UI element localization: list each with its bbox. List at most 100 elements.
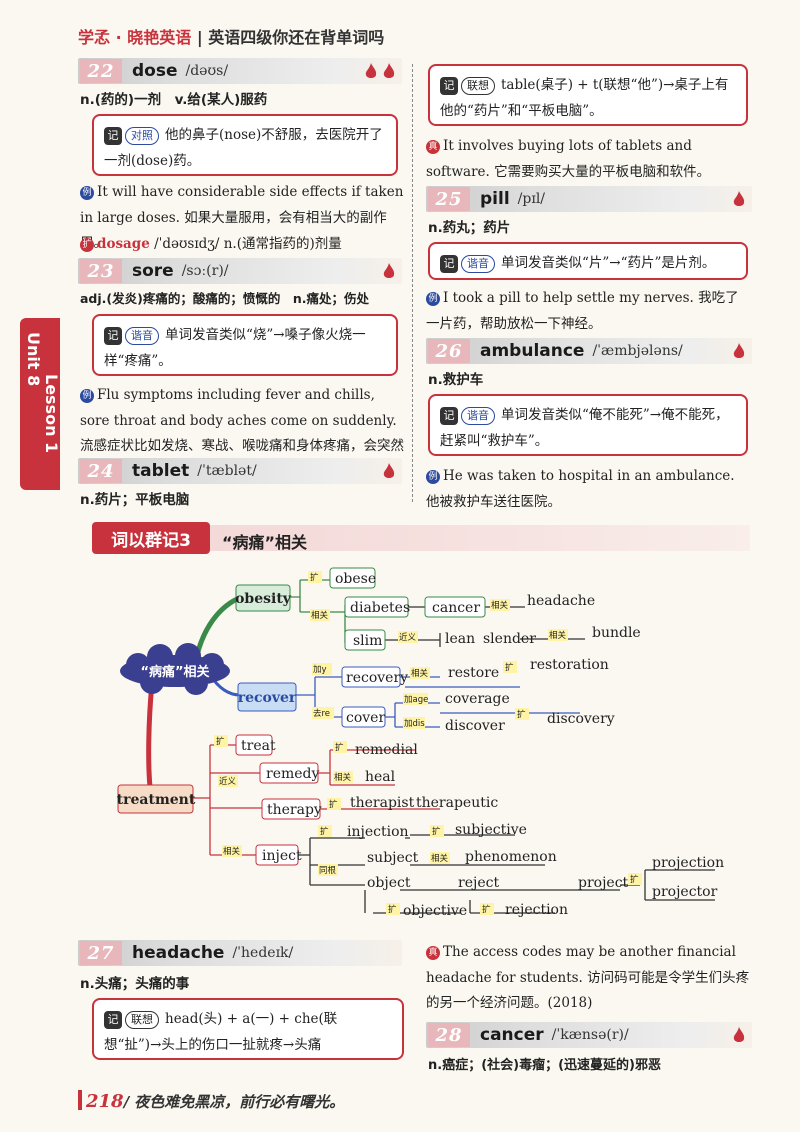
branch-treatment[interactable]: treatment [117, 792, 196, 808]
word-number: 22 [80, 59, 122, 83]
rel-related: 相关 [223, 846, 241, 857]
page-footer: 218/ 夜色难免黑凉，前行必有曙光。 [78, 1090, 344, 1112]
word-slender[interactable]: slender [483, 631, 536, 647]
word-restore[interactable]: restore [448, 665, 499, 681]
word-number: 26 [428, 339, 470, 363]
branch-recover[interactable]: recover [238, 690, 297, 706]
word-cancer[interactable]: cancer [432, 600, 480, 616]
word-remedy[interactable]: remedy [266, 766, 320, 782]
word-diabetes[interactable]: diabetes [350, 600, 410, 616]
word-headache[interactable]: headache [527, 593, 595, 609]
footer-motto: 夜色难免黑凉，前行必有曙光。 [134, 1093, 345, 1111]
word-cover[interactable]: cover [346, 710, 385, 726]
flame-icon [383, 63, 395, 78]
tip-text: 他的鼻子(nose)不舒服，去医院开了一剂(dose)药。 [104, 127, 383, 169]
rel-y: 加y [313, 664, 327, 675]
page-number: 218 [86, 1091, 124, 1112]
word-heading-sore: 23 sore /sɔː(r)/ [78, 258, 402, 284]
word-bundle[interactable]: bundle [592, 625, 641, 641]
word-therapeutic[interactable]: therapeutic [416, 795, 498, 811]
extension-text: /ˈdəʊsɪdʒ/ n.(通常指药的)剂量 [154, 236, 342, 252]
word-ipa: /sɔː(r)/ [181, 263, 229, 279]
flame-icon [733, 1027, 745, 1042]
rel-ext: 扩 [320, 826, 329, 837]
word-rejection[interactable]: rejection [505, 902, 568, 918]
example-icon: 例 [426, 291, 440, 306]
word-objective[interactable]: objective [403, 903, 467, 919]
word-number: 23 [80, 259, 122, 283]
word-ipa: /ˈæmbjələns/ [592, 343, 683, 359]
branch-treatment-box [117, 784, 194, 814]
lesson-label: Lesson 1 [42, 374, 61, 454]
tip-icon: 记 [440, 406, 458, 425]
word-obese[interactable]: obese [335, 571, 376, 587]
flame-icon [383, 463, 395, 478]
rel-ext: 扩 [517, 709, 526, 720]
word-projector[interactable]: projector [652, 884, 718, 900]
word-therapist[interactable]: therapist [350, 795, 415, 811]
word-title: cancer [480, 1025, 544, 1045]
word-treat[interactable]: treat [241, 738, 276, 754]
memory-tip-box: 记谐音单词发音类似“俺不能死”→俺不能死，赶紧叫“救护车”。 [428, 394, 748, 456]
word-discovery[interactable]: discovery [547, 711, 615, 727]
word-ipa: /dəʊs/ [185, 63, 229, 79]
tip-icon: 记 [440, 254, 458, 273]
rel-related: 相关 [491, 600, 509, 611]
footer-slash: / [123, 1093, 135, 1111]
word-projection[interactable]: projection [652, 855, 724, 871]
tip-tag: 谐音 [461, 406, 495, 425]
word-remedial[interactable]: remedial [355, 742, 418, 758]
rel-related: 相关 [431, 853, 449, 864]
column-divider [412, 64, 413, 502]
unit-side-tab[interactable]: Unit 8 Lesson 1 [20, 318, 61, 490]
tip-text: head(头) + a(一) + che(联想“扯”)→头上的伤口一扯就疼→头痛 [104, 1011, 338, 1053]
word-heading-cancer: 28 cancer /ˈkænsə(r)/ [426, 1022, 752, 1048]
example-icon: 例 [80, 388, 94, 403]
exam-icon: 真 [426, 139, 440, 154]
extension-icon: 扩 [80, 237, 94, 252]
word-heading-pill: 25 pill /pɪl/ [426, 186, 752, 212]
word-title: ambulance [480, 341, 585, 361]
word-therapy[interactable]: therapy [267, 802, 322, 818]
word-heal[interactable]: heal [365, 769, 396, 785]
book-title: 英语四级你还在背单词吗 [208, 28, 385, 47]
boxed-nodes [235, 567, 486, 866]
word-heading-dose: 22 dose /dəʊs/ [78, 58, 402, 84]
word-heading-ambulance: 26 ambulance /ˈæmbjələns/ [426, 338, 752, 364]
tip-tag: 谐音 [125, 326, 159, 345]
word-lean[interactable]: lean [445, 631, 475, 647]
mindmap-center-node[interactable]: “病痛”相关 [120, 643, 230, 695]
word-object[interactable]: object [367, 875, 411, 891]
branch-obesity[interactable]: obesity [235, 591, 292, 607]
word-title: pill [480, 189, 510, 209]
word-inject[interactable]: inject [262, 848, 302, 864]
word-recovery[interactable]: recovery [346, 670, 408, 686]
rel-syn: 近义 [219, 776, 237, 787]
rel-related: 相关 [311, 610, 329, 621]
tip-icon: 记 [104, 326, 122, 345]
tip-icon: 记 [104, 126, 122, 145]
word-reject[interactable]: reject [458, 875, 499, 891]
word-subject[interactable]: subject [367, 850, 419, 866]
word-injection[interactable]: injection [347, 824, 409, 840]
word-slim[interactable]: slim [353, 633, 382, 649]
word-restoration[interactable]: restoration [530, 657, 609, 673]
word-subjective[interactable]: subjective [455, 822, 527, 838]
word-ipa: /pɪl/ [517, 191, 546, 207]
word-number: 24 [80, 459, 122, 483]
word-phenomenon[interactable]: phenomenon [465, 849, 557, 865]
word-discover[interactable]: discover [445, 718, 505, 734]
memory-tip-box: 记对照他的鼻子(nose)不舒服，去医院开了一剂(dose)药。 [92, 114, 398, 176]
rel-ext: 扩 [505, 662, 514, 673]
word-coverage[interactable]: coverage [445, 691, 510, 707]
rel-ext: 扩 [310, 572, 319, 583]
flame-icon [383, 263, 395, 278]
footer-bar [78, 1090, 82, 1110]
rel-related: 相关 [411, 668, 429, 679]
word-number: 25 [428, 187, 470, 211]
word-project[interactable]: project [578, 875, 629, 891]
